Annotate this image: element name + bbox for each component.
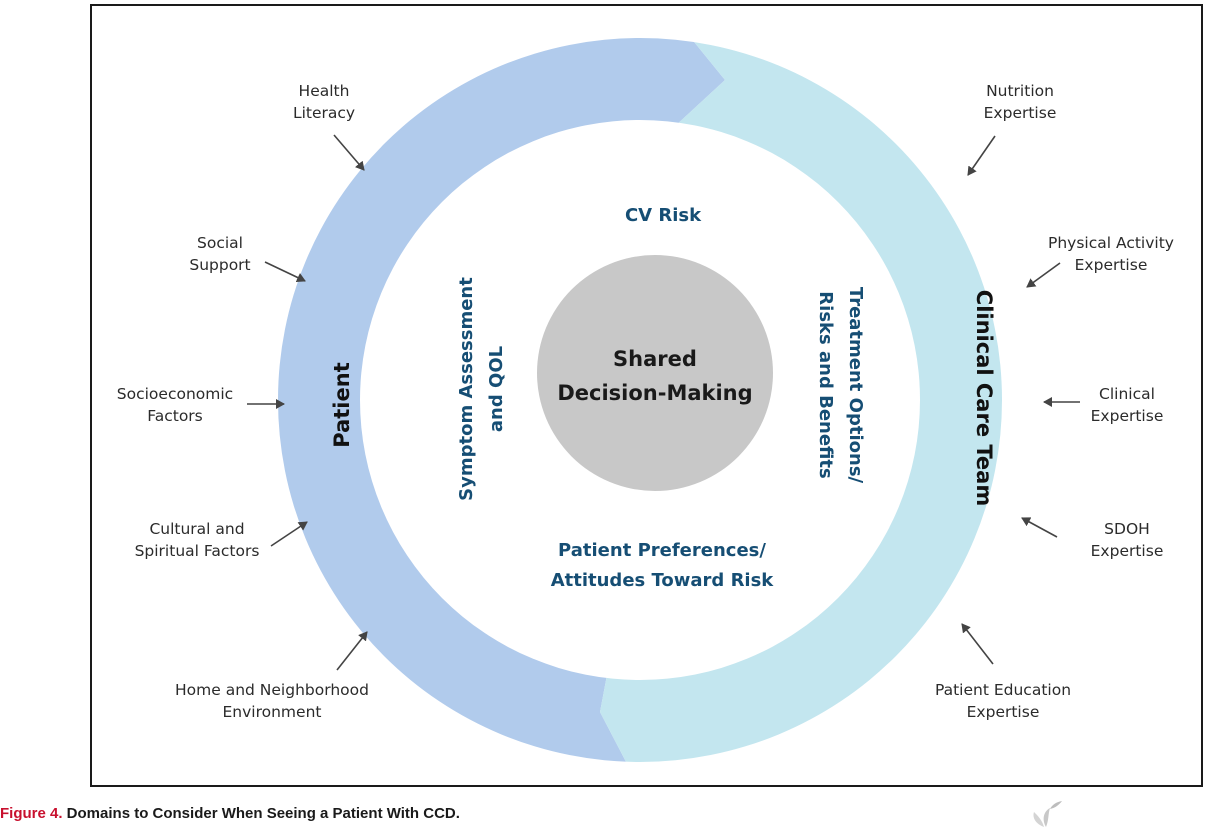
arrow-icon (264, 261, 306, 283)
clinical-care-team-label: Clinical Care Team (972, 290, 996, 506)
factor-label-line1: Nutrition (986, 82, 1054, 100)
arrow-icon (961, 623, 994, 665)
factor-label-line1: Health (299, 82, 350, 100)
center-circle (537, 255, 773, 491)
treatment-label-line2: Risks and Benefits (815, 291, 836, 478)
factor-label-line2: Expertise (984, 104, 1057, 122)
factor-label-line2: Literacy (293, 104, 355, 122)
center-label-line2: Decision-Making (557, 381, 752, 405)
factor-label-line1: Clinical (1099, 385, 1155, 403)
figure-caption: Figure 4. Domains to Consider When Seein… (0, 805, 460, 822)
factor-label-line2: Expertise (1075, 256, 1148, 274)
factor-health-literacy: Health Literacy (293, 82, 365, 171)
preferences-label-line2: Attitudes Toward Risk (551, 570, 775, 591)
factor-label-line1: Social (197, 234, 243, 252)
arrow-icon (1021, 517, 1058, 538)
figure-caption-text: Domains to Consider When Seeing a Patien… (62, 805, 460, 822)
treatment-label-line1: Treatment Options/ (845, 287, 866, 484)
arrow-icon (336, 631, 368, 671)
factor-sdoh: SDOH Expertise (1021, 517, 1164, 560)
factor-patient-education: Patient Education Expertise (935, 623, 1071, 721)
factor-label-line1: Socioeconomic (117, 385, 233, 403)
factor-label-line1: Home and Neighborhood (175, 681, 369, 699)
factor-label-line1: Cultural and (149, 520, 244, 538)
symptom-label-line1: Symptom Assessment (456, 277, 477, 501)
factor-label-line1: SDOH (1104, 520, 1150, 538)
factor-social-support: Social Support (189, 234, 306, 283)
diagram-frame (90, 4, 1203, 787)
arrow-icon (270, 521, 308, 547)
patient-label: Patient (330, 362, 354, 447)
preferences-label-line1: Patient Preferences/ (558, 540, 766, 561)
symptom-label-line2: and QOL (486, 346, 507, 432)
factor-label-line2: Support (189, 256, 250, 274)
figure-caption-label: Figure 4. (0, 805, 63, 822)
factor-socioeconomic: Socioeconomic Factors (117, 385, 285, 425)
factor-cultural-spiritual: Cultural and Spiritual Factors (135, 520, 308, 560)
factor-label-line2: Expertise (967, 703, 1040, 721)
factor-label-line2: Expertise (1091, 542, 1164, 560)
factor-label-line1: Patient Education (935, 681, 1071, 699)
factor-physical-activity: Physical Activity Expertise (1026, 234, 1174, 288)
arrow-icon (333, 134, 365, 171)
factor-label-line2: Spiritual Factors (135, 542, 260, 560)
cv-risk-label: CV Risk (625, 205, 702, 226)
leaf-logo-icon (1033, 801, 1062, 827)
factor-label-line2: Environment (223, 703, 322, 721)
factor-label-line2: Expertise (1091, 407, 1164, 425)
factor-nutrition: Nutrition Expertise (967, 82, 1057, 176)
center-label-line1: Shared (613, 347, 697, 371)
arrow-icon (1026, 262, 1061, 288)
factor-label-line1: Physical Activity (1048, 234, 1174, 252)
factor-clinical: Clinical Expertise (1043, 385, 1164, 425)
factor-label-line2: Factors (147, 407, 203, 425)
arrow-icon (967, 135, 996, 176)
factor-home-neighborhood: Home and Neighborhood Environment (175, 631, 369, 721)
